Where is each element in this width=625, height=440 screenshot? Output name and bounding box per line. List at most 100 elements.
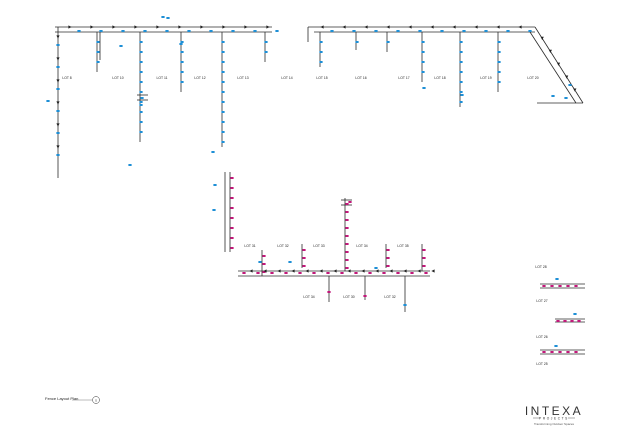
direction-arrow	[112, 25, 116, 29]
lot-label: LOT 28	[535, 265, 546, 269]
lot-label: LOT 20	[527, 76, 538, 80]
gate-post-marker	[230, 217, 234, 219]
gate-post-marker	[574, 351, 578, 353]
lot-label: LOT 14	[281, 76, 292, 80]
fence-post-marker	[139, 51, 143, 53]
direction-arrow	[320, 25, 324, 29]
fence-post-marker	[221, 131, 225, 133]
direction-arrow	[573, 88, 577, 92]
brand-tagline: Transforming Outdoor Spaces	[534, 422, 575, 426]
fence-post-marker	[139, 104, 143, 106]
fence-post-marker	[459, 41, 463, 43]
fence-post-marker	[253, 30, 257, 32]
direction-arrow	[347, 269, 351, 273]
fence-post-marker	[96, 51, 100, 53]
fence-post-marker	[56, 66, 60, 68]
fence-post-marker	[264, 41, 268, 43]
fence-post-marker	[374, 267, 378, 269]
gate-post-marker	[340, 272, 344, 274]
direction-arrow	[386, 25, 390, 29]
direction-arrow	[333, 269, 337, 273]
fence-posts	[46, 16, 581, 353]
lot-label: LOT 19	[480, 76, 491, 80]
fence-post-marker	[139, 121, 143, 123]
direction-arrow	[361, 269, 365, 273]
fence-post-marker	[497, 41, 501, 43]
fence-post-marker	[221, 91, 225, 93]
gate-post-marker	[422, 249, 426, 251]
direction-arrow	[305, 269, 309, 273]
brand-logo: INTEXA PROJECTS Transforming Outdoor Spa…	[525, 404, 581, 426]
gate-post-marker	[345, 243, 349, 245]
gate-post-marker	[345, 259, 349, 261]
fence-post-marker	[56, 132, 60, 134]
fence-post-marker	[165, 30, 169, 32]
gate-post-marker	[302, 257, 306, 259]
gate-post-marker	[542, 351, 546, 353]
fence-post-marker	[459, 71, 463, 73]
gate-post-marker	[327, 291, 331, 293]
gate-post-marker	[230, 247, 234, 249]
fence-post-marker	[56, 154, 60, 156]
fence-post-marker	[139, 71, 143, 73]
fence-post-marker	[179, 43, 183, 45]
lot-label: LOT 32	[277, 244, 288, 248]
gate-post-marker	[422, 257, 426, 259]
gate-post-marker	[566, 351, 570, 353]
fence-post-marker	[140, 97, 144, 99]
direction-arrow	[540, 36, 544, 40]
fence-post-marker	[139, 41, 143, 43]
gate-post-marker	[563, 320, 567, 322]
fence-post-marker	[421, 61, 425, 63]
fence-post-marker	[213, 184, 217, 186]
fence-post-marker	[264, 51, 268, 53]
lot-label: LOT 13	[237, 76, 248, 80]
lot-label: LOT 26	[536, 335, 547, 339]
fence-post-marker	[212, 209, 216, 211]
gate-post-marker	[284, 272, 288, 274]
fence-post-marker	[180, 61, 184, 63]
fence-post-marker	[166, 17, 170, 19]
gate-post-marker	[298, 272, 302, 274]
direction-arrow	[56, 35, 60, 39]
direction-arrow	[56, 79, 60, 83]
direction-arrow	[496, 25, 500, 29]
gate-post-marker	[422, 265, 426, 267]
direction-arrow	[548, 49, 552, 53]
gate-post-marker	[345, 203, 349, 205]
fence-post-marker	[319, 51, 323, 53]
fence-post-marker	[497, 71, 501, 73]
direction-arrow	[474, 25, 478, 29]
fence-post-marker	[330, 30, 334, 32]
direction-arrow	[389, 269, 393, 273]
fence-post-marker	[139, 101, 143, 103]
gate-post-marker	[577, 320, 581, 322]
fence-post-marker	[221, 141, 225, 143]
fence-post-marker	[396, 30, 400, 32]
gate-post-marker	[570, 320, 574, 322]
gate-post-marker	[230, 207, 234, 209]
gate-post-marker	[396, 272, 400, 274]
fence-post-marker	[497, 51, 501, 53]
fence-post-marker	[221, 101, 225, 103]
fence-post-marker	[568, 84, 572, 86]
direction-arrow	[156, 25, 160, 29]
gate-post-marker	[386, 265, 390, 267]
lot-label: LOT 34	[356, 244, 367, 248]
plan-scale-mark: S	[95, 398, 97, 402]
fence-post-marker	[403, 304, 407, 306]
direction-arrow	[518, 25, 522, 29]
fence-post-marker	[221, 121, 225, 123]
fence-post-marker	[462, 30, 466, 32]
fence-post-marker	[180, 71, 184, 73]
fence-post-marker	[221, 61, 225, 63]
lot-label: LOT 10	[112, 76, 123, 80]
gate-post-marker	[574, 285, 578, 287]
direction-arrow	[452, 25, 456, 29]
gate-post-marker	[262, 255, 266, 257]
plan-title-block: Fence Layout Plan S	[45, 396, 100, 404]
gate-post-marker	[270, 272, 274, 274]
gate-post-marker	[326, 272, 330, 274]
fence-post-marker	[573, 313, 577, 315]
